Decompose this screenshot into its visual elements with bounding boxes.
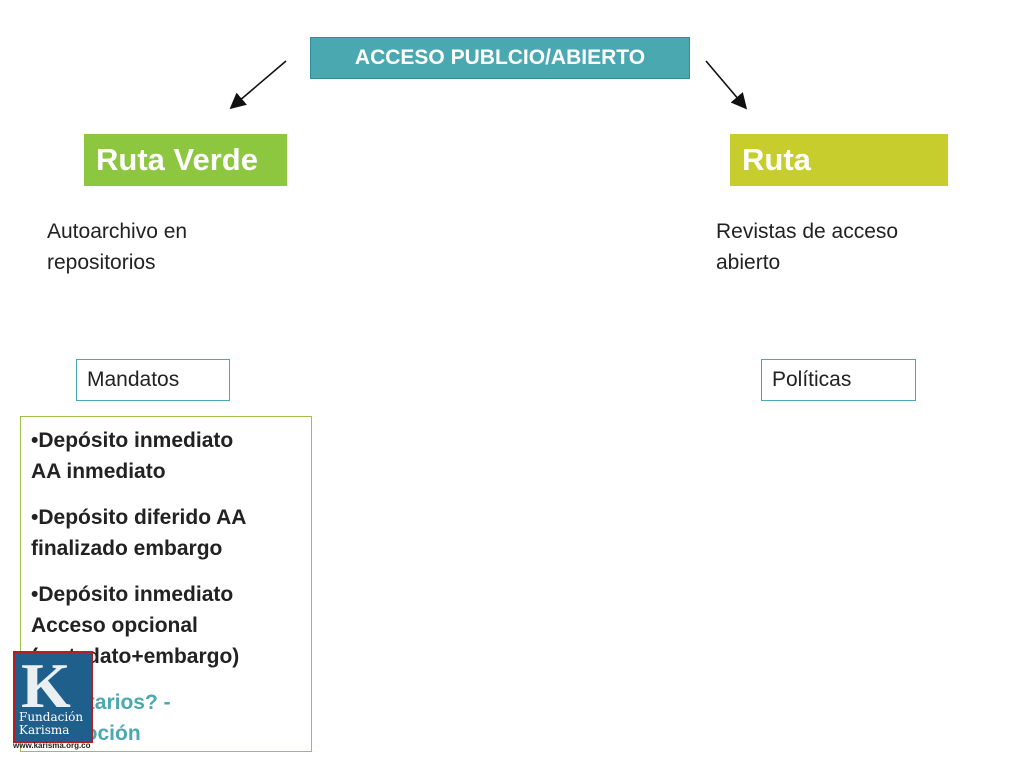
logo-k-icon: K bbox=[21, 651, 71, 721]
arrow-to-ruta-verde bbox=[229, 60, 287, 110]
route-dorada-description: Revistas de acceso abierto bbox=[716, 220, 899, 274]
logo-text: Fundación Karisma bbox=[19, 710, 84, 737]
arrow-to-ruta-dorada bbox=[705, 60, 748, 110]
fundacion-karisma-logo: K Fundación Karisma bbox=[13, 651, 93, 743]
politicas-tag: Políticas bbox=[761, 359, 916, 401]
list-item: •Depósito inmediato AA inmediato bbox=[31, 429, 234, 483]
route-dorada-node: Ruta bbox=[730, 134, 948, 186]
mandatos-tag: Mandatos bbox=[76, 359, 230, 401]
route-verde-description: Autoarchivo en repositorios bbox=[47, 220, 188, 274]
route-verde-label: Ruta Verde bbox=[96, 142, 258, 177]
route-dorada-label: Ruta bbox=[742, 142, 811, 177]
top-node-label: ACCESO PUBLCIO/ABIERTO bbox=[354, 46, 646, 69]
list-item: •Depósito diferido AA finalizado embargo bbox=[31, 506, 247, 560]
logo-url: www.karisma.org.co bbox=[13, 741, 91, 750]
top-node-acceso-abierto: ACCESO PUBLCIO/ABIERTO bbox=[310, 37, 690, 79]
route-verde-node: Ruta Verde bbox=[84, 134, 287, 186]
